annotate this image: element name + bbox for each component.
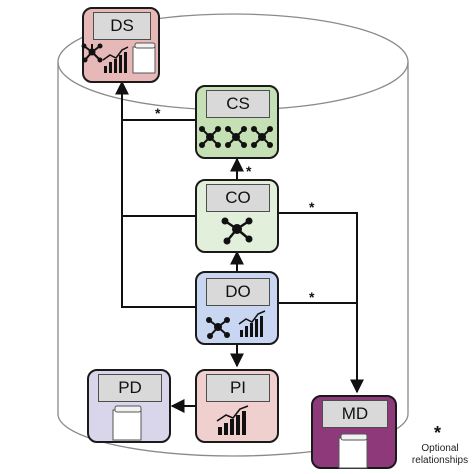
label-do: DO xyxy=(206,278,270,306)
document-icon xyxy=(112,405,142,441)
molecule-icon xyxy=(199,126,221,148)
legend-text: Optional relationships xyxy=(411,443,469,466)
label-pd: PD xyxy=(98,374,162,402)
chart-icon xyxy=(102,46,129,73)
optional-marker-co-md: * xyxy=(309,199,315,215)
optional-marker-do-md: * xyxy=(309,289,315,305)
molecule-icon xyxy=(206,317,230,339)
label-pi: PI xyxy=(206,374,270,402)
molecule-icon xyxy=(81,43,103,63)
legend-marker: * xyxy=(434,423,442,443)
label-md: MD xyxy=(322,400,388,428)
chart-icon xyxy=(216,405,249,435)
label-co: CO xyxy=(206,184,270,212)
document-icon xyxy=(132,42,156,74)
connectors xyxy=(115,80,364,413)
edge-do-ds xyxy=(115,80,196,308)
optional-marker-co-cs: * xyxy=(246,163,252,179)
edge-co-md xyxy=(278,212,364,394)
document-icon xyxy=(338,433,368,469)
label-cs: CS xyxy=(206,90,270,118)
optional-marker-cs-ds: * xyxy=(155,105,161,121)
chart-icon xyxy=(238,310,266,337)
molecule-icon xyxy=(221,217,253,245)
molecule-icon xyxy=(251,126,273,148)
molecule-icon xyxy=(225,126,247,148)
label-ds: DS xyxy=(93,12,151,40)
